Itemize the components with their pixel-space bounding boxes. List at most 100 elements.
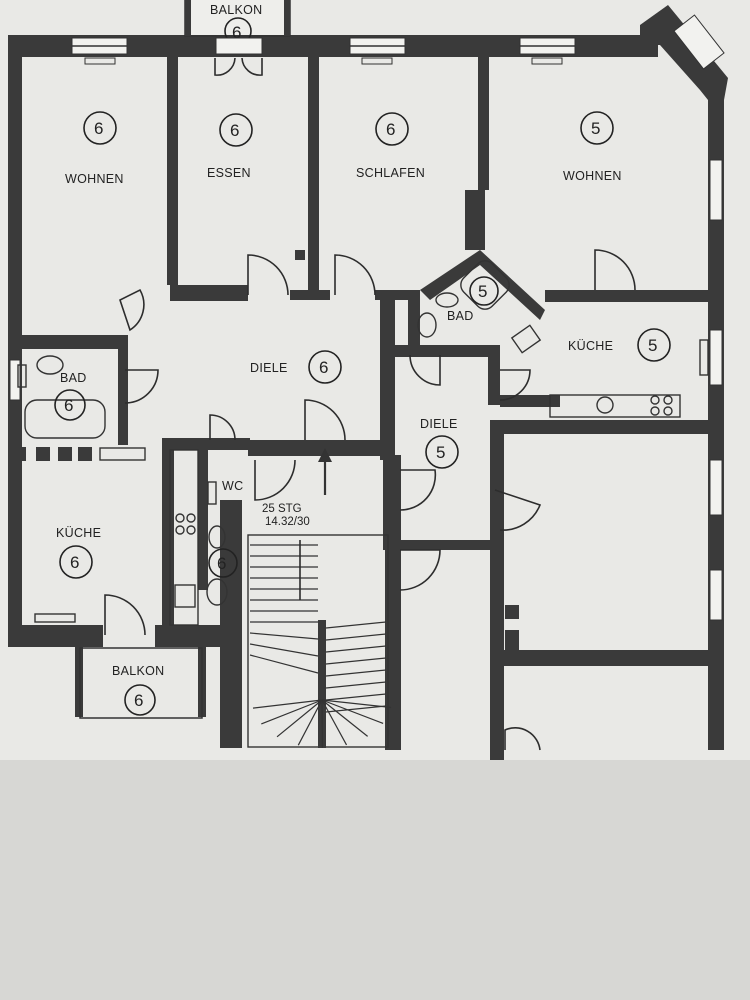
door-essen xyxy=(247,254,289,296)
wall-bottom-left xyxy=(8,625,103,647)
wall-dash-3 xyxy=(58,447,72,461)
kueche-right-unit-badge: 5 xyxy=(637,328,671,362)
balcony-bottom-left xyxy=(75,645,83,717)
wall-sq-4 xyxy=(505,605,519,619)
wohnen-left-unit: 6 xyxy=(94,119,103,138)
wohnen-left-label: WOHNEN xyxy=(65,172,124,186)
window-right-2 xyxy=(709,329,723,386)
wall-right-lower-c xyxy=(490,420,722,434)
door-stair-right xyxy=(399,469,437,511)
hob-1 xyxy=(650,395,660,405)
wohnen-left-badge-circle xyxy=(83,111,117,145)
shower-bad-right xyxy=(460,260,510,310)
wall-bad-right-left xyxy=(408,300,420,350)
kueche-left-badge-circle xyxy=(59,545,93,579)
wall-sq-3 xyxy=(178,290,188,300)
stair-winder xyxy=(276,699,323,738)
sink-bad-right xyxy=(435,292,459,308)
wall-top xyxy=(8,35,658,57)
wall-pier-1-hole xyxy=(470,195,478,203)
stair-tread xyxy=(325,693,387,701)
door-stair-lower xyxy=(399,549,441,591)
windows-top xyxy=(9,14,725,621)
wall-kueche-left-right xyxy=(162,440,174,630)
diele-right-unit: 5 xyxy=(436,443,445,462)
door-bad-left xyxy=(124,369,159,404)
bathtub-left xyxy=(24,399,106,439)
wall-bad-right-top xyxy=(420,250,545,320)
wall-sq-5 xyxy=(505,630,519,650)
door-room-right xyxy=(494,489,542,531)
wc-badge-circle xyxy=(208,548,238,578)
wall-h2 xyxy=(290,290,330,300)
heater-bad-left xyxy=(17,364,27,388)
wall-bad-left-top xyxy=(10,335,125,349)
door-kueche-left xyxy=(104,594,146,636)
stair-tread xyxy=(249,643,319,657)
door-stair-top xyxy=(254,459,296,501)
kueche-left-unit: 6 xyxy=(70,553,79,572)
essen-unit: 6 xyxy=(230,121,239,140)
wall-diele-right xyxy=(380,300,395,460)
stair-eye xyxy=(318,620,326,748)
door-diele-stair xyxy=(304,399,346,441)
interior-walls xyxy=(10,55,710,719)
counter-kueche-left xyxy=(169,449,199,626)
stair-tread xyxy=(325,645,387,653)
door-balcony-l xyxy=(214,57,236,76)
fixture-kueche-corner xyxy=(510,324,542,354)
wall-diele-right-top xyxy=(395,345,495,357)
door-diele-right xyxy=(409,354,441,386)
schlafen-label: SCHLAFEN xyxy=(356,166,425,180)
stair-winder xyxy=(321,699,369,737)
stair-winder xyxy=(297,699,323,746)
bad-right-unit-badge: 5 xyxy=(469,276,499,306)
stair-tread xyxy=(325,669,387,677)
wohnen-right-badge-circle xyxy=(580,111,614,145)
bad-right-label: BAD xyxy=(447,309,474,323)
wohnen-right-unit: 5 xyxy=(591,119,600,138)
stair-tread xyxy=(325,657,387,665)
wall-kueche-right-top xyxy=(545,290,710,302)
balcony-bottom-unit-badge: 6 xyxy=(124,684,156,716)
wall-sq-1 xyxy=(470,230,482,242)
bad-right-badge-circle xyxy=(469,276,499,306)
stair-winder xyxy=(252,699,323,709)
kueche-left-unit-badge: 6 xyxy=(59,545,93,579)
wall-w2 xyxy=(308,55,319,290)
wall-dashed-row xyxy=(12,447,92,461)
outer-walls xyxy=(8,5,728,760)
window-bay xyxy=(673,14,725,70)
wall-bay-corner xyxy=(640,5,728,100)
door-bottom-right xyxy=(504,727,541,751)
wohnen-left-unit-badge: 6 xyxy=(83,111,117,145)
stair-tread xyxy=(249,654,319,674)
stair-tread xyxy=(325,633,387,641)
wall-bottom-mid xyxy=(155,625,220,647)
wall-diele-right-r xyxy=(488,345,500,405)
hob-l1 xyxy=(175,513,185,523)
essen-label: ESSEN xyxy=(207,166,251,180)
wall-dash-2 xyxy=(36,447,50,461)
bad-left-badge-circle xyxy=(54,389,86,421)
stair-tread xyxy=(249,632,319,640)
door-kueche-right xyxy=(499,369,531,401)
toilet-wc xyxy=(206,578,228,606)
wc-unit: 6 xyxy=(217,554,226,573)
wall-stair-right xyxy=(385,545,401,750)
stair-winder xyxy=(321,699,348,746)
hob-4 xyxy=(663,406,673,416)
wall-kueche-right-bottom xyxy=(500,395,560,407)
kueche-right-label: KÜCHE xyxy=(568,339,613,353)
wall-w1 xyxy=(167,55,178,285)
balcony-top-post-l xyxy=(185,0,191,36)
toilet-bad-right xyxy=(417,312,437,338)
balcony-bottom-unit: 6 xyxy=(134,691,143,710)
diele-left-badge-circle xyxy=(308,350,342,384)
diele-left-unit: 6 xyxy=(319,358,328,377)
sink-wc xyxy=(208,525,226,549)
bad-left-label: BAD xyxy=(60,371,87,385)
balcony-top-unit: 6 xyxy=(232,23,241,42)
balcony-bottom-badge-circle xyxy=(124,684,156,716)
